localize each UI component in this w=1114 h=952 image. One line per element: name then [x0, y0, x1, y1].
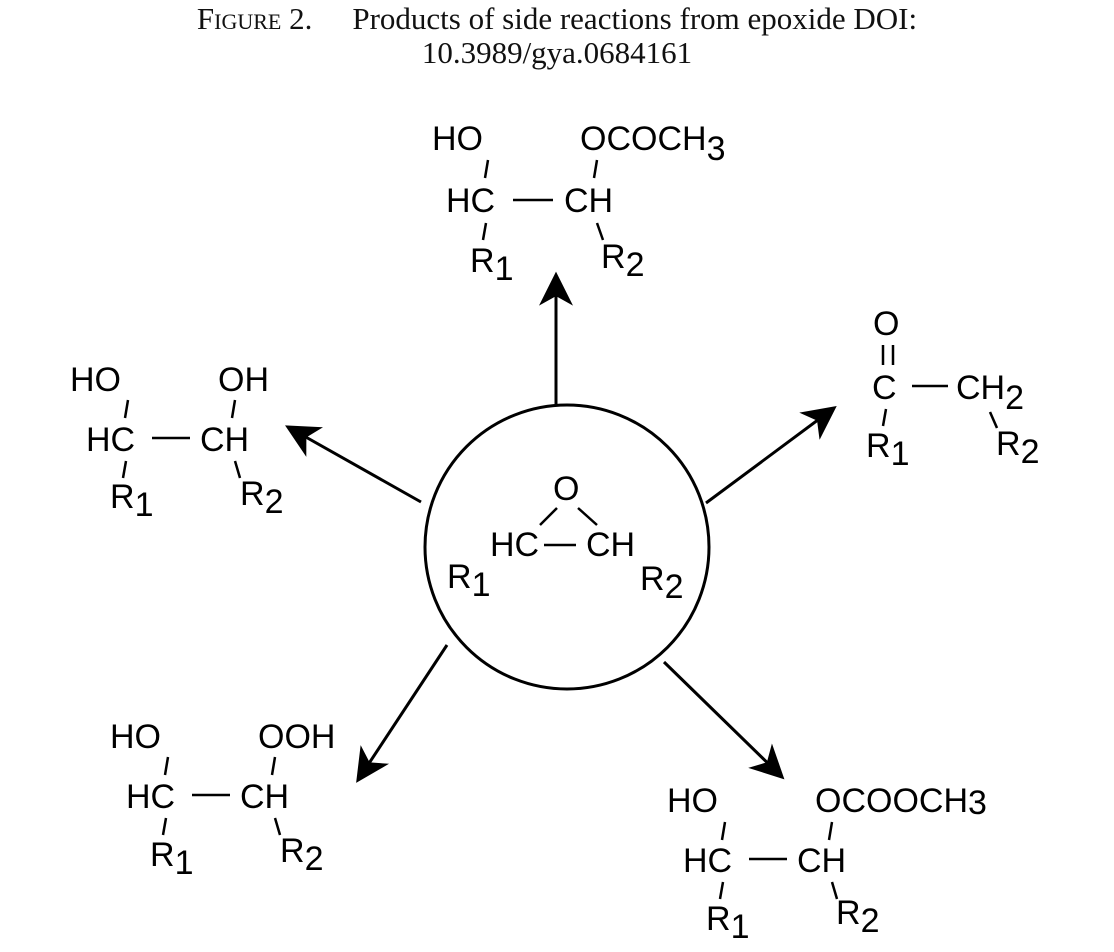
top-r2: R2 [601, 238, 644, 284]
bottom-left-hc: HC [126, 778, 175, 816]
product-right: O C CH2 R1 R2 [866, 305, 1039, 473]
epoxide-bond-left [539, 507, 558, 526]
product-bottom-left: HO OOH HC CH R1 R2 [110, 718, 335, 882]
bottom-right-bond-ho [720, 821, 727, 841]
bottom-left-r2: R2 [280, 832, 323, 878]
right-carbon: C [872, 369, 897, 407]
top-ho: HO [432, 120, 483, 158]
left-ch: CH [200, 421, 249, 459]
left-hc: HC [86, 421, 135, 459]
top-bond-r2 [595, 222, 605, 241]
left-bond-r2 [233, 460, 242, 479]
bottom-right-bond-r2 [830, 881, 839, 900]
epoxide-r1: R1 [447, 558, 490, 604]
right-r1: R1 [866, 427, 909, 473]
right-ch2: CH2 [956, 369, 1024, 417]
bottom-right-r2: R2 [836, 894, 879, 940]
epoxide-hc: HC [490, 526, 539, 564]
bottom-left-ho: HO [110, 718, 161, 756]
left-ho: HO [70, 361, 121, 399]
right-bond-r1 [881, 408, 888, 427]
left-sub-group: OH [218, 361, 269, 399]
right-bond-r2 [988, 411, 999, 429]
epoxide-circle [423, 403, 711, 691]
arrow-to-right [705, 405, 837, 505]
bottom-left-bond-r2 [273, 817, 282, 836]
top-sub-group: OCOCH3 [580, 120, 725, 168]
figure-caption: Figure 2. Products of side reactions from… [0, 2, 1114, 70]
bottom-left-bond-r1 [161, 817, 168, 836]
bottom-left-bond-ho [163, 756, 170, 776]
top-ch: CH [564, 182, 613, 220]
left-r2: R2 [240, 475, 283, 521]
epoxide-oxygen: O [553, 470, 579, 508]
left-bond-r1 [121, 460, 128, 479]
figure-label: Figure 2. [196, 1, 313, 36]
top-hc: HC [446, 182, 495, 220]
right-oxygen: O [873, 305, 899, 343]
top-bond-ho [483, 159, 490, 179]
bottom-right-ch: CH [797, 842, 846, 880]
bottom-left-ch: CH [240, 778, 289, 816]
product-left: HO OH HC CH R1 R2 [70, 361, 283, 524]
bottom-right-hc: HC [683, 842, 732, 880]
arrow-to-left [285, 425, 422, 504]
caption-line-1: Figure 2. Products of side reactions from… [0, 2, 1114, 36]
product-bottom-right: HO OCOOCH3 HC CH R1 R2 [667, 782, 987, 946]
reaction-arrows [285, 271, 837, 783]
epoxide-center: O HC CH R1 R2 [423, 403, 711, 691]
caption-text: Products of side reactions from epoxide … [352, 1, 918, 36]
caption-doi: 10.3989/gya.0684161 [421, 35, 693, 70]
top-bond-sub [592, 159, 599, 179]
top-r1: R1 [470, 242, 513, 288]
bottom-left-bond-sub [270, 756, 277, 776]
arrow-to-bottom-right [662, 660, 785, 780]
left-r1: R1 [110, 478, 153, 524]
epoxide-ch: CH [586, 526, 635, 564]
top-bond-r1 [481, 222, 488, 241]
bottom-right-r1: R1 [706, 900, 749, 946]
bottom-right-bond-sub [827, 821, 834, 841]
bottom-right-bond-r1 [718, 881, 725, 900]
bottom-left-r1: R1 [150, 836, 193, 882]
bottom-left-sub-group: OOH [258, 718, 335, 756]
left-bond-ho [123, 399, 130, 419]
product-top: HO OCOCH3 HC CH R1 R2 [432, 120, 725, 288]
arrow-to-bottom-left [356, 644, 449, 783]
epoxide-r2: R2 [640, 560, 683, 606]
bottom-right-sub-group: OCOOCH3 [815, 782, 987, 822]
epoxide-bond-right [577, 507, 598, 526]
left-bond-sub [230, 399, 237, 419]
right-r2: R2 [996, 425, 1039, 471]
bottom-right-ho: HO [667, 782, 718, 820]
